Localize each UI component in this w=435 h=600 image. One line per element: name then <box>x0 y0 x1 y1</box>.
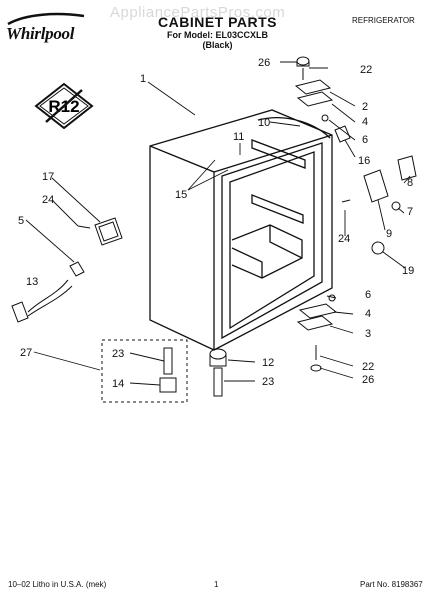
callout-2-top: 2 <box>362 101 368 113</box>
cabinet-outline <box>149 109 333 351</box>
callout-23-left: 23 <box>112 348 124 360</box>
callout-8: 8 <box>407 177 413 189</box>
callout-24-left: 24 <box>42 194 54 206</box>
callout-16: 16 <box>358 155 370 167</box>
callout-19: 19 <box>402 265 414 277</box>
callout-11: 11 <box>233 131 244 143</box>
callout-23-right: 23 <box>262 376 274 388</box>
watermark-text: AppliancePartsPros.com <box>110 4 286 21</box>
callout-22-bottom: 22 <box>362 361 374 373</box>
model-line: For Model: EL03CCXLB <box>166 30 268 40</box>
r12-badge-icon: R12 <box>34 82 94 130</box>
callout-14: 14 <box>112 378 124 390</box>
brand-logo: Whirlpool <box>6 24 75 43</box>
callout-26-bottom: 26 <box>362 374 374 386</box>
callout-9: 9 <box>386 228 392 240</box>
callout-15: 15 <box>175 189 187 201</box>
callout-24-right: 24 <box>338 233 350 245</box>
footer-page-number: 1 <box>214 580 219 589</box>
callout-6-top: 6 <box>362 134 368 146</box>
callout-10: 10 <box>258 117 270 129</box>
callout-27: 27 <box>20 347 32 359</box>
callout-7: 7 <box>407 206 413 218</box>
callout-13: 13 <box>26 276 38 288</box>
callout-12: 12 <box>262 357 274 369</box>
callout-6-bottom: 6 <box>365 289 371 301</box>
callout-22-top: 22 <box>360 64 372 76</box>
whirlpool-swoosh-icon <box>7 12 85 26</box>
callout-5: 5 <box>18 215 24 227</box>
callout-17: 17 <box>42 171 54 183</box>
category-label: REFRIGERATOR <box>352 16 415 25</box>
color-line: (Black) <box>202 40 233 50</box>
callout-4-top: 4 <box>362 116 368 128</box>
callout-26-top: 26 <box>258 57 270 69</box>
footer-part-number: Part No. 8198367 <box>360 580 423 589</box>
callout-3: 3 <box>365 328 371 340</box>
callout-1: 1 <box>140 73 146 85</box>
footer-litho: 10–02 Litho in U.S.A. (mek) <box>8 580 107 589</box>
callout-4-bottom: 4 <box>365 308 371 320</box>
page-title: CABINET PARTS <box>157 14 278 30</box>
